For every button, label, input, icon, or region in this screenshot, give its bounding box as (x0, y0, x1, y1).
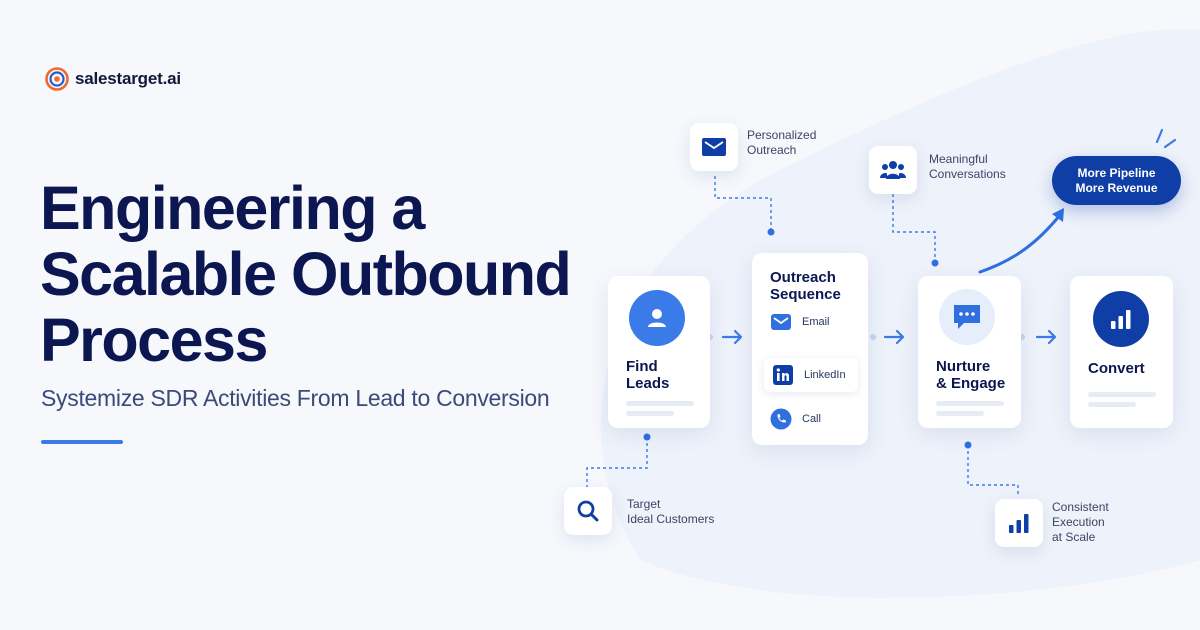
envelope-icon (770, 311, 792, 333)
linkedin-icon (772, 364, 794, 386)
stage-card-nurture-engage[interactable]: Nurture & Engage (918, 276, 1021, 428)
callout-line: Meaningful (929, 152, 988, 166)
linkedin-pill: LinkedIn (764, 358, 858, 392)
sequence-item-call[interactable]: Call (770, 408, 821, 430)
people-icon (880, 161, 906, 179)
callout-line: Target (627, 497, 661, 511)
callout-target-icon-box (564, 487, 612, 535)
stage-title-line: Leads (626, 375, 670, 392)
page-title: Engineering a Scalable Outbound Process (40, 175, 630, 373)
placeholder-line (936, 401, 1004, 406)
cta-line: More Revenue (1075, 180, 1158, 195)
stage-title-line: Find (626, 358, 658, 375)
placeholder-line (626, 411, 674, 416)
chat-icon (939, 289, 995, 345)
bar-chart-icon (1009, 514, 1029, 533)
callout-line: Outreach (747, 143, 797, 157)
stage-title-line: & Engage (936, 375, 1006, 392)
sequence-label: LinkedIn (804, 369, 846, 381)
accent-divider (41, 440, 123, 444)
callout-execution-label: Consistent Execution at Scale (1052, 500, 1109, 545)
placeholder-line (936, 411, 984, 416)
cta-line: More Pipeline (1077, 165, 1156, 180)
stage-title-find-leads: Find Leads (626, 358, 669, 392)
sequence-item-linkedin[interactable]: LinkedIn (764, 358, 858, 392)
sequence-label: Call (802, 413, 821, 425)
stage-card-convert[interactable]: Convert (1070, 276, 1173, 428)
sequence-item-email[interactable]: Email (770, 311, 830, 333)
stage-title-line: Nurture (936, 358, 991, 375)
stage-title-nurture-engage: Nurture & Engage (936, 358, 1005, 392)
envelope-icon (702, 138, 726, 156)
placeholder-line (1088, 402, 1136, 407)
title-line-1: Engineering a (40, 174, 425, 242)
callout-outreach-label: Personalized Outreach (747, 128, 816, 158)
callout-execution-icon-box (995, 499, 1043, 547)
callout-target-label: Target Ideal Customers (627, 497, 714, 527)
bar-chart-icon (1093, 291, 1149, 347)
placeholder-line (1088, 392, 1156, 397)
callout-outreach-icon-box (690, 123, 738, 171)
callout-line: Consistent (1052, 500, 1109, 514)
phone-icon (770, 408, 792, 430)
title-line-3: Process (40, 306, 268, 374)
brand-logo[interactable]: salestarget.ai (45, 67, 181, 91)
page-subtitle: Systemize SDR Activities From Lead to Co… (41, 385, 550, 411)
callout-line: at Scale (1052, 530, 1096, 544)
search-icon (577, 500, 599, 522)
stage-title-line: Convert (1088, 360, 1145, 377)
pipeline-revenue-badge[interactable]: More Pipeline More Revenue (1052, 156, 1181, 205)
stage-title-line: Sequence (770, 286, 841, 303)
stage-title-outreach-sequence: Outreach Sequence (770, 269, 841, 303)
callout-conversations-icon-box (869, 146, 917, 194)
sequence-label: Email (802, 316, 830, 328)
callout-line: Personalized (747, 128, 817, 142)
callout-conversations-label: Meaningful Conversations (929, 152, 1006, 182)
target-logo-icon (45, 67, 69, 91)
callout-line: Conversations (929, 167, 1006, 181)
stage-title-line: Outreach (770, 269, 836, 286)
brand-name: salestarget.ai (75, 69, 181, 88)
stage-card-find-leads[interactable]: Find Leads (608, 276, 710, 428)
user-icon (629, 290, 685, 346)
placeholder-line (626, 401, 694, 406)
callout-line: Ideal Customers (627, 512, 715, 526)
stage-card-outreach-sequence[interactable]: Outreach Sequence Email LinkedIn Call (752, 253, 868, 445)
stage-title-convert: Convert (1088, 360, 1145, 377)
callout-line: Execution (1052, 515, 1105, 529)
title-line-2: Scalable Outbound (40, 240, 572, 308)
